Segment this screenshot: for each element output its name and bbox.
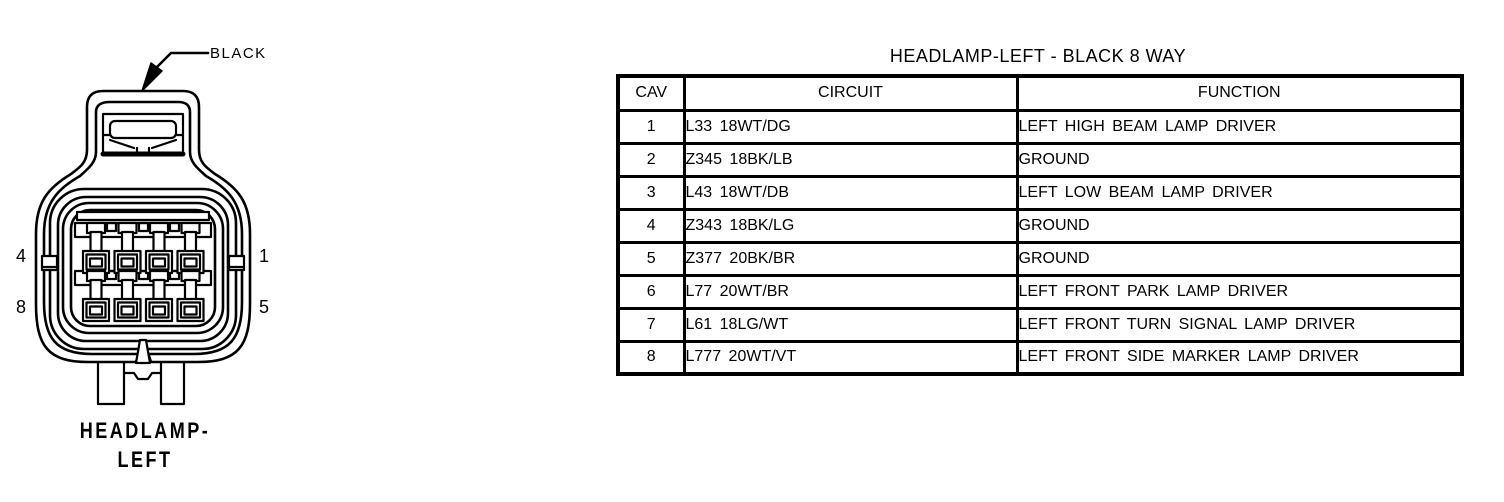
function-cell: LEFT HIGH BEAM LAMP DRIVER <box>1015 108 1464 145</box>
circuit-cell: L43 18WT/DB <box>682 174 1019 211</box>
circuit-cell: L33 18WT/DG <box>682 108 1019 145</box>
table-row: 2 Z345 18BK/LB GROUND <box>616 141 1464 178</box>
function-cell: GROUND <box>1015 207 1464 244</box>
caption-line-1: HEADLAMP- <box>79 418 211 443</box>
pin-label-4: 4 <box>15 246 26 266</box>
cav-cell: 6 <box>616 273 686 310</box>
table-row: 1 L33 18WT/DG LEFT HIGH BEAM LAMP DRIVER <box>616 108 1464 145</box>
pin-label-5: 5 <box>258 297 269 317</box>
circuit-cell: L77 20WT/BR <box>682 273 1019 310</box>
table-body: 1 L33 18WT/DG LEFT HIGH BEAM LAMP DRIVER… <box>616 108 1464 376</box>
function-cell: LEFT LOW BEAM LAMP DRIVER <box>1015 174 1464 211</box>
bottom-keyway <box>134 338 152 365</box>
col-header-circuit: CIRCUIT <box>682 74 1019 112</box>
cav-cell: 4 <box>616 207 686 244</box>
side-tabs <box>40 254 246 272</box>
connector-diagram <box>34 51 252 406</box>
table-row: 4 Z343 18BK/LG GROUND <box>616 207 1464 244</box>
circuit-cell: L61 18LG/WT <box>682 306 1019 343</box>
table-row: 5 Z377 20BK/BR GROUND <box>616 240 1464 277</box>
caption-line-2: LEFT <box>117 447 173 472</box>
connector-latch <box>100 112 186 157</box>
circuit-cell: Z345 18BK/LB <box>682 141 1019 178</box>
col-header-cav: CAV <box>616 74 686 112</box>
table-row: 7 L61 18LG/WT LEFT FRONT TURN SIGNAL LAM… <box>616 306 1464 343</box>
cav-cell: 5 <box>616 240 686 277</box>
col-header-function: FUNCTION <box>1015 74 1464 112</box>
function-cell: GROUND <box>1015 141 1464 178</box>
cav-cell: 7 <box>616 306 686 343</box>
header-row: CAV CIRCUIT FUNCTION <box>616 74 1464 112</box>
cav-cell: 1 <box>616 108 686 145</box>
cav-cell: 3 <box>616 174 686 211</box>
table-row: 8 L777 20WT/VT LEFT FRONT SIDE MARKER LA… <box>616 339 1464 376</box>
function-cell: LEFT FRONT PARK LAMP DRIVER <box>1015 273 1464 310</box>
function-cell: GROUND <box>1015 240 1464 277</box>
table-title: HEADLAMP-LEFT - BLACK 8 WAY <box>889 46 1187 66</box>
leader-arrow <box>141 51 210 92</box>
cav-cell: 8 <box>616 339 686 376</box>
connector-caption: HEADLAMP- LEFT <box>70 416 221 474</box>
circuit-cell: Z377 20BK/BR <box>682 240 1019 277</box>
cav-cell: 2 <box>616 141 686 178</box>
pin-cavity <box>61 201 225 335</box>
pin-label-8: 8 <box>15 297 26 317</box>
connector-color-label: BLACK <box>210 45 267 62</box>
table-row: 6 L77 20WT/BR LEFT FRONT PARK LAMP DRIVE… <box>616 273 1464 310</box>
pinout-table: CAV CIRCUIT FUNCTION 1 L33 18WT/DG LEFT … <box>616 74 1464 376</box>
pin-label-1: 1 <box>258 246 269 266</box>
table-row: 3 L43 18WT/DB LEFT LOW BEAM LAMP DRIVER <box>616 174 1464 211</box>
function-cell: LEFT FRONT SIDE MARKER LAMP DRIVER <box>1015 339 1464 376</box>
circuit-cell: L777 20WT/VT <box>682 339 1019 376</box>
circuit-cell: Z343 18BK/LG <box>682 207 1019 244</box>
function-cell: LEFT FRONT TURN SIGNAL LAMP DRIVER <box>1015 306 1464 343</box>
terminal-grid <box>73 210 213 323</box>
mounting-legs <box>96 361 186 406</box>
